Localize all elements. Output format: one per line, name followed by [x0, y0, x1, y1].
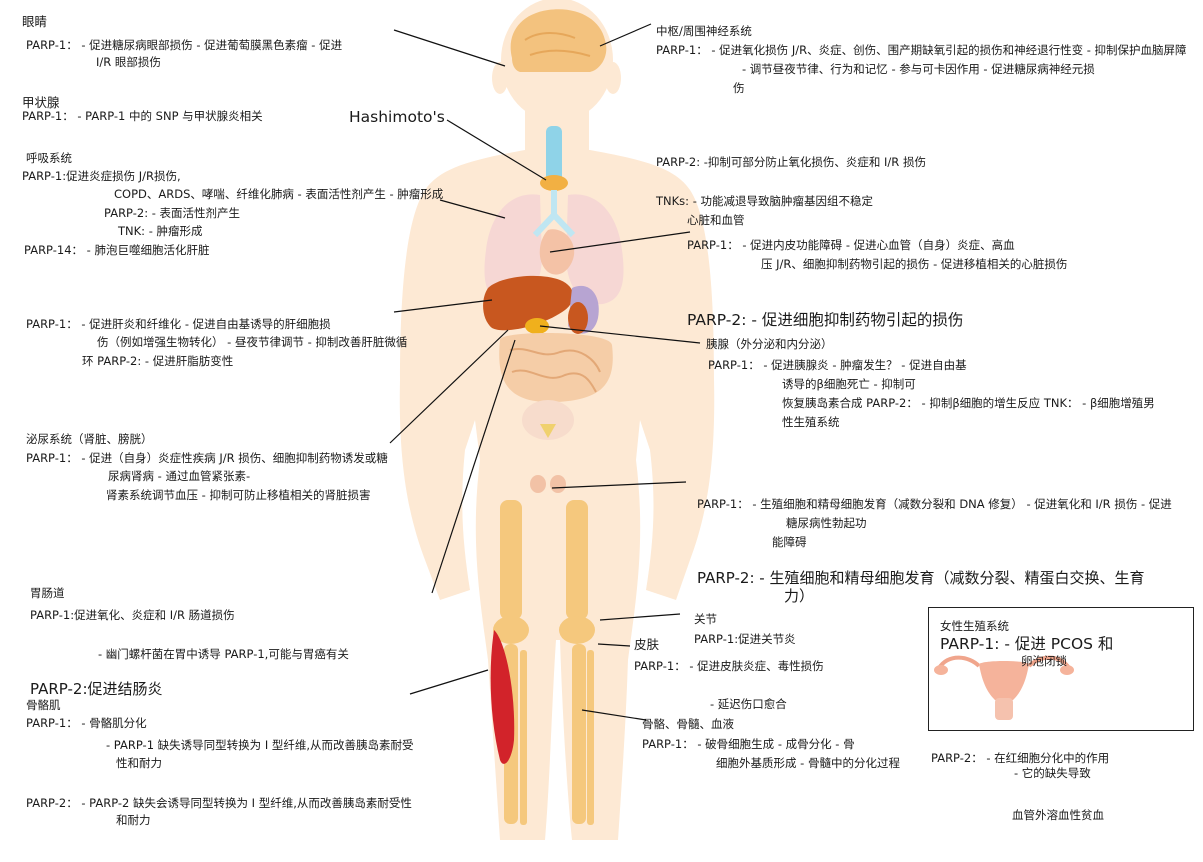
muscle-text-2: - PARP-1 缺失诱导同型转换为 I 型纤维,从而改善胰岛素耐受 — [106, 738, 414, 752]
pancreas-text-1: PARP-1： - 促进胰腺炎 - 肿瘤发生？ - 促进自由基 — [708, 358, 967, 372]
liver-text-1: PARP-1： - 促进肝炎和纤维化 - 促进自由基诱导的肝细胞损 — [26, 317, 331, 331]
joint-title: 关节 — [694, 612, 717, 626]
resp-text-2: COPD、ARDS、哮喘、纤维化肺病 - 表面活性剂产生 - 肿瘤形成 — [114, 187, 444, 201]
gi-parp2: PARP-2:促进结肠炎 — [30, 680, 163, 698]
trachea — [546, 126, 562, 186]
testis — [530, 475, 546, 493]
muscle-text-4: PARP-2： - PARP-2 缺失会诱导同型转换为 I 型纤维,从而改善胰岛… — [26, 796, 412, 810]
uterus-icon — [934, 655, 1074, 720]
resp-text-5: PARP-14： - 肺泡巨噬细胞活化肝脏 — [24, 243, 210, 257]
calf-muscle — [490, 630, 515, 764]
female-reproductive-box: 女性生殖系统 PARP-1: - 促进 PCOS 和 卵泡闭锁 — [928, 607, 1194, 731]
right-lung — [566, 194, 624, 305]
leader-lines — [389, 23, 701, 721]
gi-title: 胃肠道 — [30, 586, 65, 600]
muscle-text-1: PARP-1： - 骨骼肌分化 — [26, 716, 147, 730]
muscle-text-3: 性和耐力 — [116, 756, 162, 770]
blood-text-1: PARP-2： - 在红细胞分化中的作用 — [931, 751, 1110, 765]
bone-text-1: PARP-1： - 破骨细胞生成 - 成骨分化 - 骨 — [642, 737, 855, 751]
liver-text-3: 环 PARP-2: - 促进肝脂肪变性 — [82, 354, 234, 368]
pancreas — [525, 318, 549, 334]
male-text-1: PARP-1： - 生殖细胞和精母细胞发育（减数分裂和 DNA 修复） - 促进… — [697, 497, 1172, 511]
blood-text-3: 血管外溶血性贫血 — [1012, 808, 1104, 822]
brain — [510, 9, 607, 73]
cns-title: 中枢/周围神经系统 — [656, 24, 752, 38]
male-text-2: 糖尿病性勃起功 — [786, 516, 867, 530]
gi-text-1: PARP-1:促进氧化、炎症和 I/R 肠道损伤 — [30, 608, 235, 622]
heart-parp2: PARP-2: - 促进细胞抑制药物引起的损伤 — [687, 311, 964, 329]
joint-text: PARP-1:促进关节炎 — [694, 632, 796, 646]
male-parp2-2: 力） — [784, 587, 815, 605]
heart-text-2: 压 J/R、细胞抑制药物引起的损伤 - 促进移植相关的心脏损伤 — [761, 257, 1068, 271]
liver-text-2: 伤（例如增强生物转化） - 昼夜节律调节 - 抑制改善肝脏微循 — [97, 335, 408, 349]
bone-text-2: 细胞外基质形成 - 骨髓中的分化过程 — [716, 756, 900, 770]
eye-title: 眼睛 — [22, 14, 48, 29]
resp-text-4: TNK: - 肿瘤形成 — [118, 224, 203, 238]
cns-text-2: - 调节昼夜节律、行为和记忆 - 参与可卡因作用 - 促进糖尿病神经元损 — [742, 62, 1095, 76]
skin-text-1: PARP-1： - 促进皮肤炎症、毒性损伤 — [634, 659, 824, 673]
resp-text-3: PARP-2: - 表面活性剂产生 — [104, 206, 241, 220]
kidney — [568, 302, 588, 334]
heart — [539, 229, 575, 275]
cns-text-1: PARP-1： - 促进氧化损伤 J/R、炎症、创伤、围产期缺氧引起的损伤和神经… — [656, 43, 1187, 57]
bladder — [522, 400, 574, 440]
liver — [483, 275, 574, 331]
female-title: 女性生殖系统 — [940, 619, 1009, 633]
skin-title: 皮肤 — [634, 637, 660, 652]
male-parp2-1: PARP-2: - 生殖细胞和精母细胞发育（减数分裂、精蛋白交换、生育 — [697, 569, 1145, 587]
pancreas-title: 胰腺（外分泌和内分泌） — [706, 337, 833, 351]
urinary-text-3: 肾素系统调节血压 - 抑制可防止移植相关的肾脏损害 — [106, 488, 371, 502]
skin-text-2: - 延迟伤口愈合 — [710, 697, 787, 711]
pancreas-text-3: 恢复胰岛素合成 PARP-2： - 抑制β细胞的增生反应 TNK： - β细胞增… — [782, 396, 1155, 410]
urinary-text-1: PARP-1： - 促进（自身）炎症性疾病 J/R 损伤、细胞抑制药物诱发或糖 — [26, 451, 388, 465]
pancreas-text-4: 性生殖系统 — [782, 415, 840, 429]
muscle-title: 骨骼肌 — [26, 698, 61, 712]
hashimoto-label: Hashimoto's — [349, 108, 445, 126]
female-text-1: PARP-1: - 促进 PCOS 和 — [940, 635, 1114, 653]
urinary-text-2: 尿病肾病 - 通过血管紧张素- — [108, 469, 251, 483]
leg-bones — [493, 500, 595, 825]
cns-text-3: 伤 — [733, 81, 745, 95]
thyroid-title: 甲状腺 — [22, 95, 60, 110]
gi-text-2: - 幽门螺杆菌在胃中诱导 PARP-1,可能与胃癌有关 — [98, 647, 349, 661]
eye-text-2: I/R 眼部损伤 — [96, 55, 161, 69]
bone-title: 骨骼、骨髓、血液 — [642, 717, 734, 731]
blood-text-2: - 它的缺失导致 — [1014, 766, 1091, 780]
thyroid-text: PARP-1： - PARP-1 中的 SNP 与甲状腺炎相关 — [22, 109, 263, 123]
muscle-text-5: 和耐力 — [116, 813, 151, 827]
thyroid — [540, 175, 568, 191]
eye-text-1: PARP-1： - 促进糖尿病眼部损伤 - 促进葡萄膜黑色素瘤 - 促进 — [26, 38, 343, 52]
urinary-title: 泌尿系统（肾脏、膀胱） — [26, 432, 153, 446]
cns-parp2: PARP-2: -抑制可部分防止氧化损伤、炎症和 I/R 损伤 — [656, 155, 926, 169]
female-text-2: 卵泡闭锁 — [1021, 654, 1067, 668]
resp-text-1: PARP-1:促进炎症损伤 J/R损伤, — [22, 169, 181, 183]
male-text-3: 能障碍 — [772, 535, 807, 549]
resp-title: 呼吸系统 — [26, 151, 72, 165]
cns-tnk: TNKs: - 功能减退导致脑肿瘤基因组不稳定 — [656, 194, 873, 208]
pancreas-text-2: 诱导的β细胞死亡 - 抑制可 — [782, 377, 916, 391]
heart-text-1: PARP-1： - 促进内皮功能障碍 - 促进心血管（自身）炎症、高血 — [687, 238, 1015, 252]
heart-title: 心脏和血管 — [687, 213, 745, 227]
